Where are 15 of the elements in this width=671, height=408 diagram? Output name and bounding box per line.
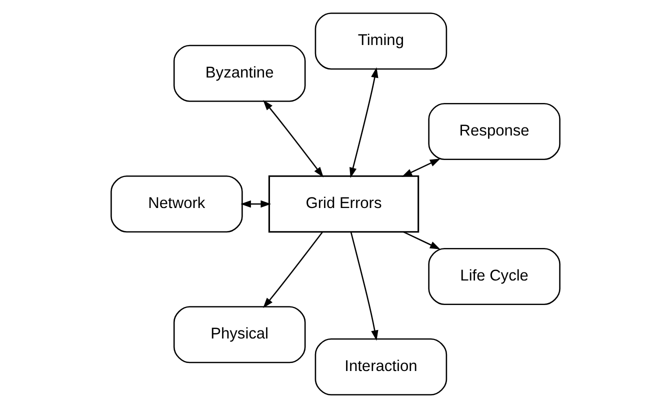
node-box: Network <box>110 175 243 233</box>
arrow <box>350 232 378 341</box>
node-box: Byzantine <box>173 44 306 102</box>
node-box: Timing <box>314 12 448 70</box>
arrow <box>263 232 323 308</box>
node-box: Grid Errors <box>268 175 420 233</box>
arrow <box>402 158 440 177</box>
arrow <box>403 231 440 250</box>
node-box: Physical <box>173 306 306 364</box>
arrow <box>263 100 324 178</box>
arrow <box>350 67 378 178</box>
node-box: Response <box>428 102 560 160</box>
node-box: Life Cycle <box>428 248 560 306</box>
arrow <box>240 200 272 208</box>
node-box: Interaction <box>314 338 448 396</box>
